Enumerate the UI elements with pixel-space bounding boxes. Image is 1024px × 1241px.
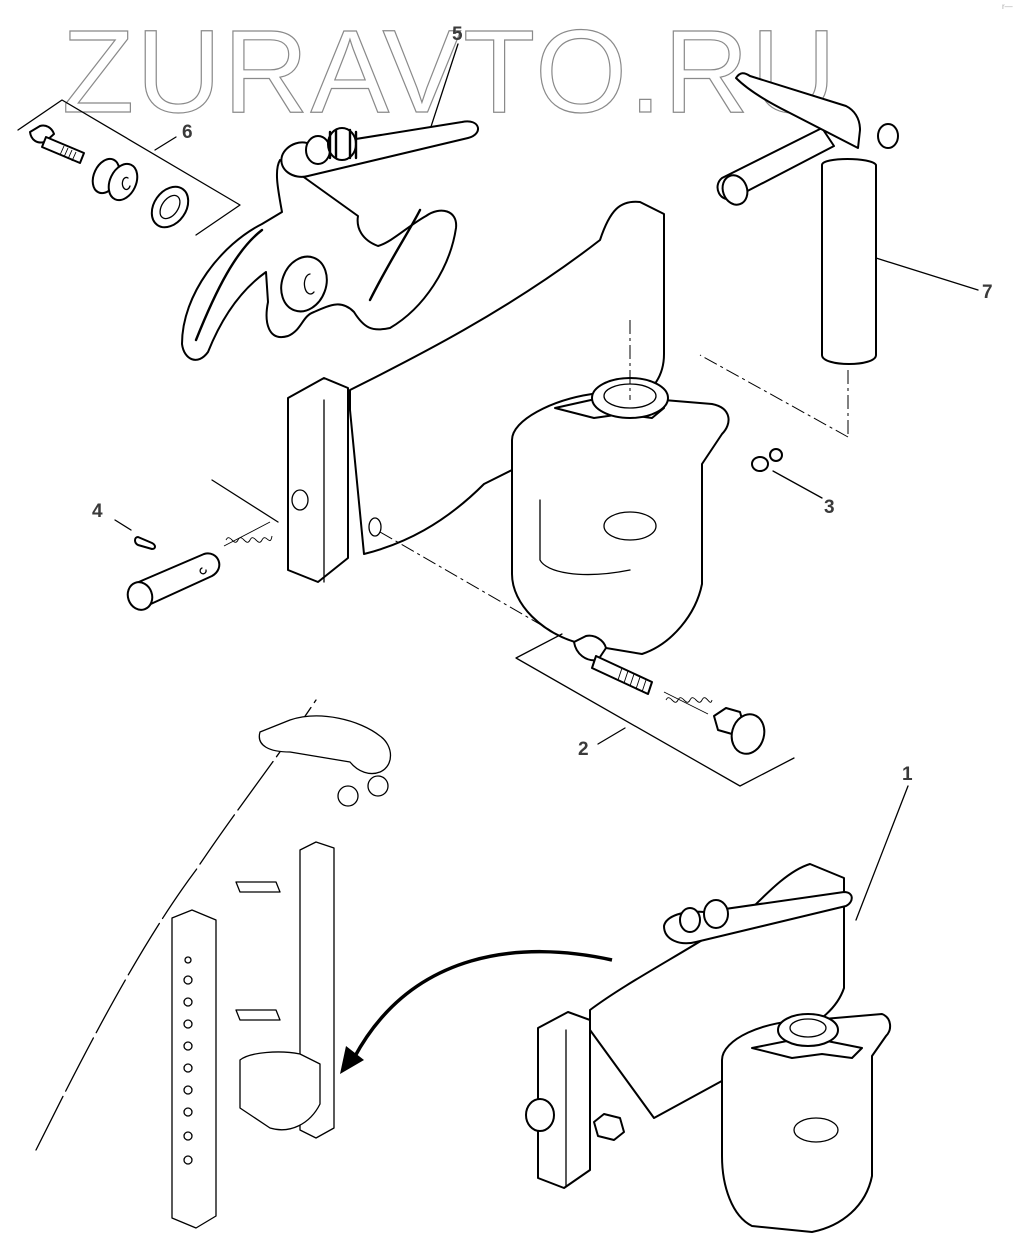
part-3-grease-nipple [751,448,823,499]
bolt-icon [29,124,85,164]
jaw-opening [603,511,657,541]
watermark: ZURAVTO.RU [62,6,838,138]
axis-line-2 [379,531,551,631]
frame-rail-left [171,909,217,1229]
mini-hitch [239,1051,321,1131]
spring-icon [223,521,273,547]
install-arrow [340,949,613,1074]
kit-4-bracket [211,479,279,523]
kit-2-bracket [515,633,795,787]
pin-handle [735,72,861,149]
hitch-body [287,200,730,655]
leader-1 [855,785,909,921]
assembled-pin-boss [777,1013,839,1047]
callout-1: 1 [902,764,913,785]
plug-icon [713,707,766,755]
part-6-kit [17,99,241,236]
handle-knob [877,123,899,149]
callout-4: 4 [92,501,103,522]
jaw-housing [511,393,730,655]
assembled-lever [663,891,853,945]
arm-hole [368,517,382,537]
leader-6 [154,136,177,151]
pin-side-shaft [716,127,835,201]
pin-cylinder [821,158,877,365]
corner-mark: r— [1002,2,1013,11]
pin-icon [126,552,221,611]
lever-rod [280,120,479,178]
axis-line-7b [699,354,849,438]
spring-icon-2 [663,691,713,715]
part-7-coupling-pin [699,72,979,438]
arrow-curve [352,949,613,1059]
bushing-icon [91,157,139,202]
plate-hole [291,489,309,511]
bolt-icon-2 [573,634,653,695]
assembled-plate [537,1011,591,1189]
callout-5: 5 [452,24,463,45]
part-5-lever-bracket [181,43,479,361]
part-2-kit [515,633,795,787]
leader-3 [772,470,823,499]
leader-7 [875,257,979,291]
assembled-jaw [721,1013,892,1233]
callout-6: 6 [182,122,193,143]
arrow-head-icon [340,1046,364,1074]
rail-holes [183,956,193,1165]
callout-2: 2 [578,739,589,760]
frame-bracket [258,715,392,775]
mounting-plate [287,377,349,583]
part-4-kit [114,479,279,611]
leader-2 [597,727,626,745]
installed-view-frame [35,699,392,1229]
washer-icon [150,185,190,229]
spring-coil-icon [305,127,358,165]
roll-pin-icon [134,536,156,550]
callout-3: 3 [824,497,835,518]
slot-left [194,228,264,342]
leader-4 [114,519,132,531]
grease-nipple-icon [751,456,769,472]
plate-plug [525,1098,555,1132]
slot-right [368,208,422,302]
callout-7: 7 [982,282,993,303]
hitch-arm [349,200,665,555]
frame-outline-cut [35,699,317,1151]
part-1-assembled-hitch [525,785,909,1233]
rail-blocks [235,881,281,1021]
assembled-plug-nut [593,1113,625,1141]
kit-6-bracket [17,99,241,236]
